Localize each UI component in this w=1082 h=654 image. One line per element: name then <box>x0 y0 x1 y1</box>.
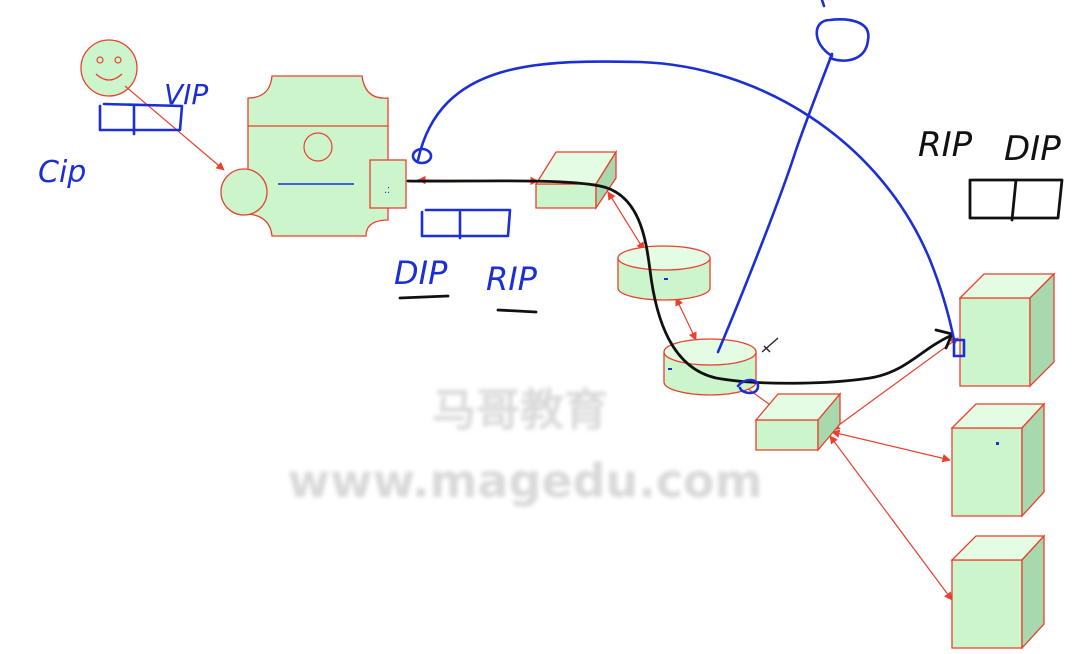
switch-box-icon <box>534 149 618 211</box>
label-director-ip-left: DIP <box>394 254 448 292</box>
switch-to-router-link <box>607 191 645 251</box>
router-cylinder-icon <box>617 245 711 301</box>
real-server-1-icon <box>958 272 1056 388</box>
pen-cursor-icon <box>761 337 779 353</box>
packet-path-stroke <box>406 179 952 385</box>
switch2-to-rs3-link <box>829 435 953 601</box>
real-server-2-icon <box>950 402 1046 518</box>
switch2-to-rs2-link <box>831 429 951 463</box>
router-to-router-link <box>675 297 697 341</box>
label-real-ip-left: RIP <box>486 260 538 298</box>
label-director-ip-right: DIP <box>1004 129 1061 169</box>
client-icon <box>80 39 138 97</box>
switch2-to-rs1-link <box>831 337 959 431</box>
real-server-3-icon <box>950 534 1046 650</box>
client-to-director-link <box>124 85 225 171</box>
switch-box-icon-2 <box>754 392 842 452</box>
svg-text:.:: .: <box>384 184 390 196</box>
router-cylinder-icon-2 <box>663 338 757 396</box>
label-real-ip-right: RIP <box>918 125 973 165</box>
handwritten-annotations <box>98 0 1064 395</box>
watermark-line1: 马哥教育 <box>432 385 608 436</box>
label-virtual-ip: VIP <box>164 78 208 111</box>
watermark-line2: www.magedu.com <box>287 454 762 508</box>
director-server-icon: .: <box>220 75 407 237</box>
label-client-ip: Cip <box>38 155 86 190</box>
